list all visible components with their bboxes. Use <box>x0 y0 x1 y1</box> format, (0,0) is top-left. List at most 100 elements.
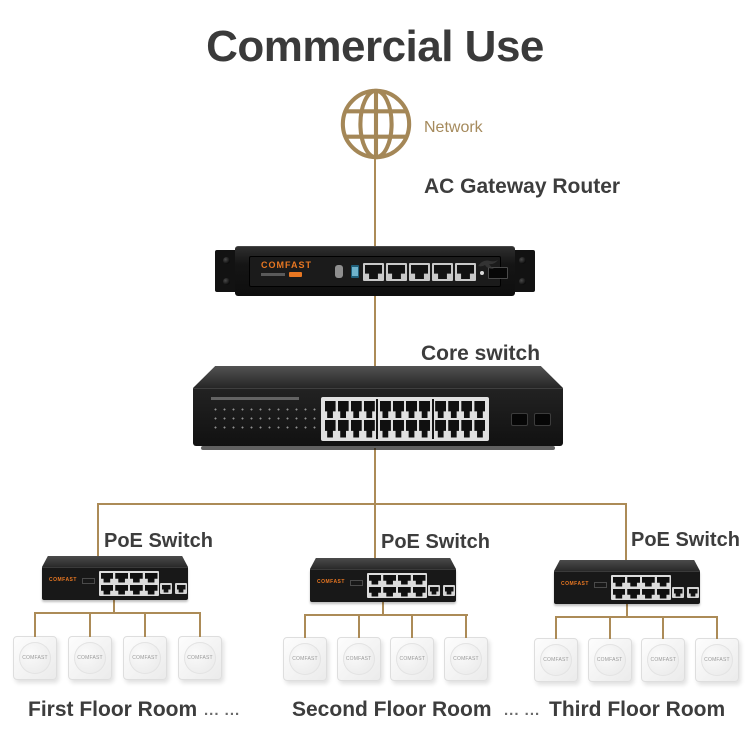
poe-switch-device: COMFAST <box>554 560 700 606</box>
ethernet-port <box>612 588 626 599</box>
access-point-row: COMFAST COMFAST COMFAST COMFAST <box>283 615 488 681</box>
access-point-brand-text: COMFAST <box>22 655 48 661</box>
core-switch-device <box>193 366 563 452</box>
connector-line <box>382 600 384 615</box>
poe-switch-faceplate: COMFAST <box>554 571 700 604</box>
ethernet-port <box>443 585 455 596</box>
ethernet-port <box>144 572 158 583</box>
ethernet-port <box>627 576 641 587</box>
access-point-brand-text: COMFAST <box>345 656 372 662</box>
access-point: COMFAST <box>336 615 381 681</box>
router-panel: COMFAST <box>249 256 508 287</box>
poe-switch-top <box>42 556 188 567</box>
ethernet-port <box>461 420 473 439</box>
ethernet-port <box>435 420 447 439</box>
access-point-face: COMFAST <box>74 642 106 674</box>
ethernet-port <box>419 420 431 439</box>
ethernet-port <box>324 420 336 439</box>
ethernet-port-group <box>323 399 376 439</box>
connector-line <box>374 159 376 248</box>
uplink-ports <box>428 585 455 596</box>
ethernet-port <box>100 572 114 583</box>
connector-line <box>374 296 376 368</box>
ethernet-port <box>672 587 684 598</box>
access-point-brand-text: COMFAST <box>77 655 103 661</box>
ethernet-port <box>337 420 349 439</box>
router-logo-badge <box>289 272 302 277</box>
ethernet-port <box>386 263 407 281</box>
ellipsis-text: ... ... <box>204 702 241 719</box>
ethernet-port <box>687 587 699 598</box>
network-label: Network <box>424 119 483 136</box>
ethernet-port <box>419 400 431 419</box>
ethernet-port <box>368 586 382 597</box>
ethernet-port <box>130 584 144 595</box>
ethernet-port <box>100 584 114 595</box>
access-point: COMFAST <box>390 615 435 681</box>
access-point: COMFAST <box>443 615 488 681</box>
access-point-brand-text: COMFAST <box>543 657 569 663</box>
screw-icon <box>223 278 230 285</box>
access-point: COMFAST <box>68 614 112 680</box>
access-point: COMFAST <box>587 616 632 682</box>
connector-line <box>97 503 99 559</box>
ethernet-port <box>160 583 172 594</box>
core-switch-label: Core switch <box>421 342 541 365</box>
poe-switch-device: COMFAST <box>42 556 188 602</box>
ethernet-port <box>428 585 440 596</box>
router-device: COMFAST <box>215 246 535 296</box>
poe-switch-top <box>554 560 700 571</box>
screw-icon <box>519 257 526 264</box>
device-shadow <box>201 446 555 450</box>
label-icon <box>350 580 363 586</box>
access-point-brand-text: COMFAST <box>596 657 623 663</box>
ethernet-port <box>363 420 375 439</box>
ethernet-port <box>642 588 656 599</box>
poe-switch-faceplate: COMFAST <box>42 567 188 600</box>
connector-line <box>34 612 201 614</box>
ethernet-port <box>405 400 417 419</box>
ethernet-port <box>115 584 129 595</box>
access-point: COMFAST <box>123 614 167 680</box>
ethernet-port <box>435 400 447 419</box>
poe-switch-label: PoE Switch <box>381 531 490 553</box>
connector-line <box>97 503 627 505</box>
ethernet-port <box>337 400 349 419</box>
router-model-text <box>261 273 285 276</box>
access-point-brand-text: COMFAST <box>399 656 426 662</box>
access-point-brand-text: COMFAST <box>453 656 479 662</box>
comfast-logo: COMFAST <box>49 577 77 583</box>
ethernet-port <box>455 263 476 281</box>
ethernet-port <box>448 420 460 439</box>
access-point-face: COMFAST <box>289 643 321 675</box>
ethernet-port <box>383 574 397 585</box>
uplink-ports <box>160 583 187 594</box>
power-button-icon <box>335 265 343 278</box>
globe-icon <box>340 88 412 160</box>
sfp-port <box>534 413 551 426</box>
access-point-brand-text: COMFAST <box>292 656 318 662</box>
ethernet-port <box>324 400 336 419</box>
access-point-face: COMFAST <box>449 643 482 675</box>
ethernet-port <box>144 584 158 595</box>
access-point-brand-text: COMFAST <box>650 657 677 663</box>
core-switch-faceplate <box>193 388 563 446</box>
screw-icon <box>223 257 230 264</box>
ethernet-port-group <box>431 399 487 439</box>
connector-line <box>374 448 376 505</box>
ethernet-port-group <box>376 399 431 439</box>
ethernet-port <box>392 400 404 419</box>
access-point-face: COMFAST <box>700 644 733 676</box>
screw-icon <box>519 278 526 285</box>
comfast-logo: COMFAST <box>317 579 345 585</box>
ethernet-port <box>448 400 460 419</box>
ethernet-port <box>474 420 486 439</box>
ethernet-port <box>363 263 384 281</box>
ethernet-port <box>350 400 362 419</box>
access-point-face: COMFAST <box>396 643 429 675</box>
connector-line <box>555 616 718 618</box>
access-point-face: COMFAST <box>342 643 375 675</box>
led-indicator <box>480 271 484 275</box>
floor-label-first: First Floor Room <box>28 698 198 721</box>
ethernet-port <box>627 588 641 599</box>
